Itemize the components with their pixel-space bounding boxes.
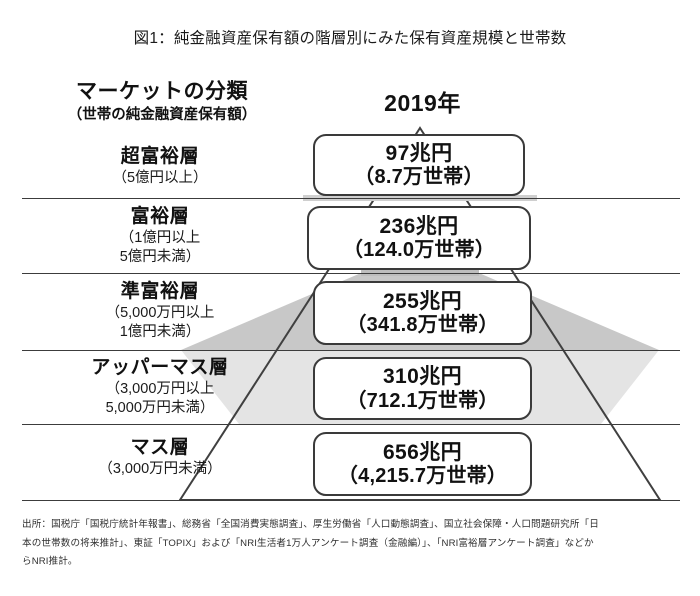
source-line-2: 本の世帯数の将来推計」、東証「TOPIX」および「NRI生活者1万人アンケート調…	[22, 537, 594, 549]
value-amount: 97兆円	[385, 141, 453, 165]
tier-label-wealthy: 富裕層 （1億円以上 5億円未満）	[24, 206, 296, 266]
year-heading: 2019年	[384, 90, 461, 116]
tier-range: （3,000万円未満）	[98, 461, 222, 478]
source-line-1: 出所：国税庁「国税庁統計年報書」、総務省「全国消費実態調査」、厚生労働省「人口動…	[22, 519, 599, 530]
value-box-quasi-wealthy: 255兆円 （341.8万世帯）	[313, 281, 532, 345]
value-amount: 236兆円	[379, 214, 459, 238]
tier-range: （5,000万円以上 1億円未満）	[105, 305, 215, 340]
value-box-mass: 656兆円 （4,215.7万世帯）	[313, 432, 532, 496]
value-amount: 656兆円	[382, 440, 463, 464]
value-amount: 255兆円	[382, 289, 463, 313]
divider-line-2	[22, 273, 680, 274]
tier-range: （3,000万円以上 5,000万円未満）	[105, 381, 215, 416]
tier-name: 超富裕層	[120, 146, 200, 167]
tier-label-mass: マス層 （3,000万円未満）	[24, 437, 296, 479]
value-households: （8.7万世帯）	[354, 166, 484, 189]
market-classification-heading: マーケットの分類	[76, 80, 248, 103]
source-line-3: らNRI推計。	[22, 556, 78, 568]
tier-label-upper-mass: アッパーマス層 （3,000万円以上 5,000万円未満）	[24, 357, 296, 417]
market-classification-subheading: （世帯の純金融資産保有額）	[67, 107, 257, 124]
divider-line-3	[22, 350, 680, 351]
tier-label-quasi-wealthy: 準富裕層 （5,000万円以上 1億円未満）	[24, 281, 296, 341]
tier-name: 準富裕層	[120, 281, 200, 302]
source-note: 出所：国税庁「国税庁統計年報書」、総務省「全国消費実態調査」、厚生労働省「人口動…	[22, 516, 682, 572]
value-households: （712.1万世帯）	[346, 389, 499, 412]
tier-name: アッパーマス層	[91, 357, 229, 378]
tier-range: （1億円以上 5億円未満）	[119, 230, 201, 265]
tier-name: マス層	[130, 437, 190, 458]
value-households: （124.0万世帯）	[342, 239, 496, 262]
left-column-header: マーケットの分類 （世帯の純金融資産保有額）	[22, 80, 302, 125]
divider-line-4	[22, 424, 680, 425]
value-box-wealthy: 236兆円 （124.0万世帯）	[307, 206, 531, 270]
tier-name: 富裕層	[130, 206, 190, 227]
tier-range: （5億円以上）	[112, 170, 208, 187]
value-households: （341.8万世帯）	[346, 314, 499, 337]
value-box-upper-mass: 310兆円 （712.1万世帯）	[313, 357, 532, 420]
value-amount: 310兆円	[382, 365, 463, 389]
figure-title: 図1：純金融資産保有額の階層別にみた保有資産規模と世帯数	[133, 30, 567, 47]
value-households: （4,215.7万世帯）	[337, 465, 508, 488]
divider-line-5	[22, 500, 680, 501]
divider-line-1	[22, 198, 680, 199]
tier-label-super-wealthy: 超富裕層 （5億円以上）	[24, 146, 296, 188]
value-box-super-wealthy: 97兆円 （8.7万世帯）	[313, 134, 525, 196]
